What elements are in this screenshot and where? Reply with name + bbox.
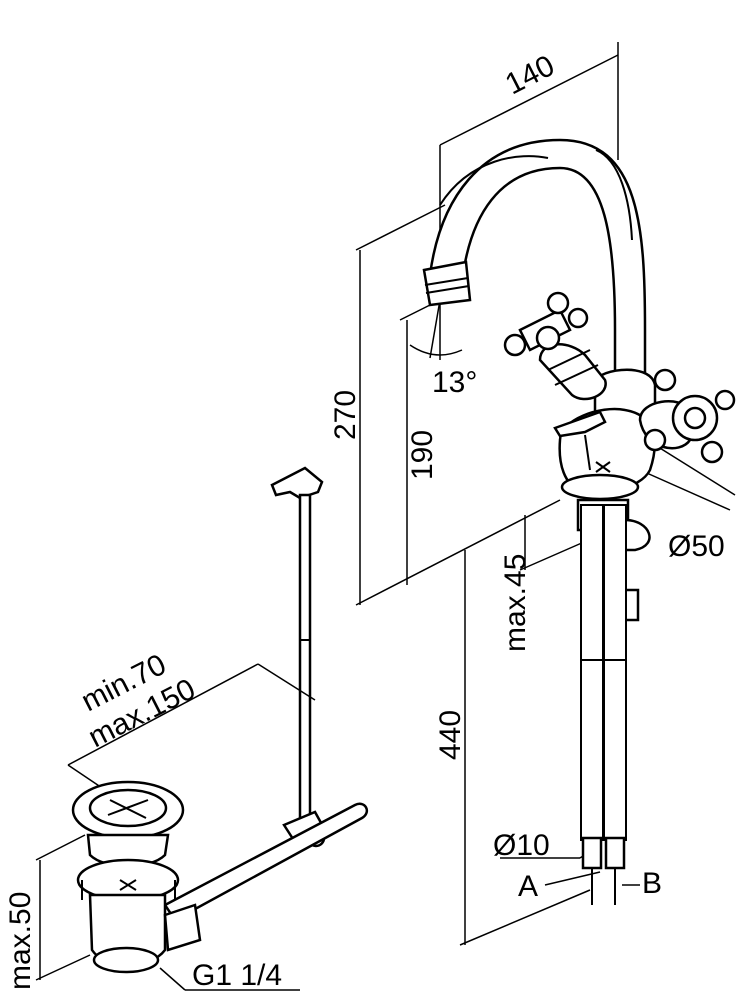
label-spout-angle: 13° — [432, 366, 477, 399]
label-max-deck-thickness: max.45 — [499, 554, 532, 652]
pop-up-rod — [163, 466, 369, 922]
label-hose-length: 440 — [434, 710, 467, 760]
right-cross-handle — [638, 368, 736, 464]
lever — [553, 410, 607, 438]
label-spout-reach: 140 — [500, 49, 560, 101]
label-hose-diameter: Ø10 — [493, 829, 550, 862]
label-waste-thread: G1 1/4 — [192, 959, 282, 992]
label-waste-max: max.50 — [4, 892, 37, 990]
label-total-height: 270 — [329, 390, 362, 440]
label-inlet-b: B — [642, 867, 662, 900]
left-cross-handle — [503, 291, 607, 401]
flexible-hoses — [580, 504, 627, 905]
faucet — [422, 138, 736, 905]
aerator — [422, 260, 472, 307]
label-spout-height: 190 — [406, 430, 439, 480]
label-inlet-a: A — [518, 870, 538, 903]
spout — [428, 138, 647, 387]
dimension-lines-faucet — [355, 42, 736, 946]
label-base-diameter: Ø50 — [668, 530, 725, 563]
pop-up-waste — [71, 780, 202, 974]
